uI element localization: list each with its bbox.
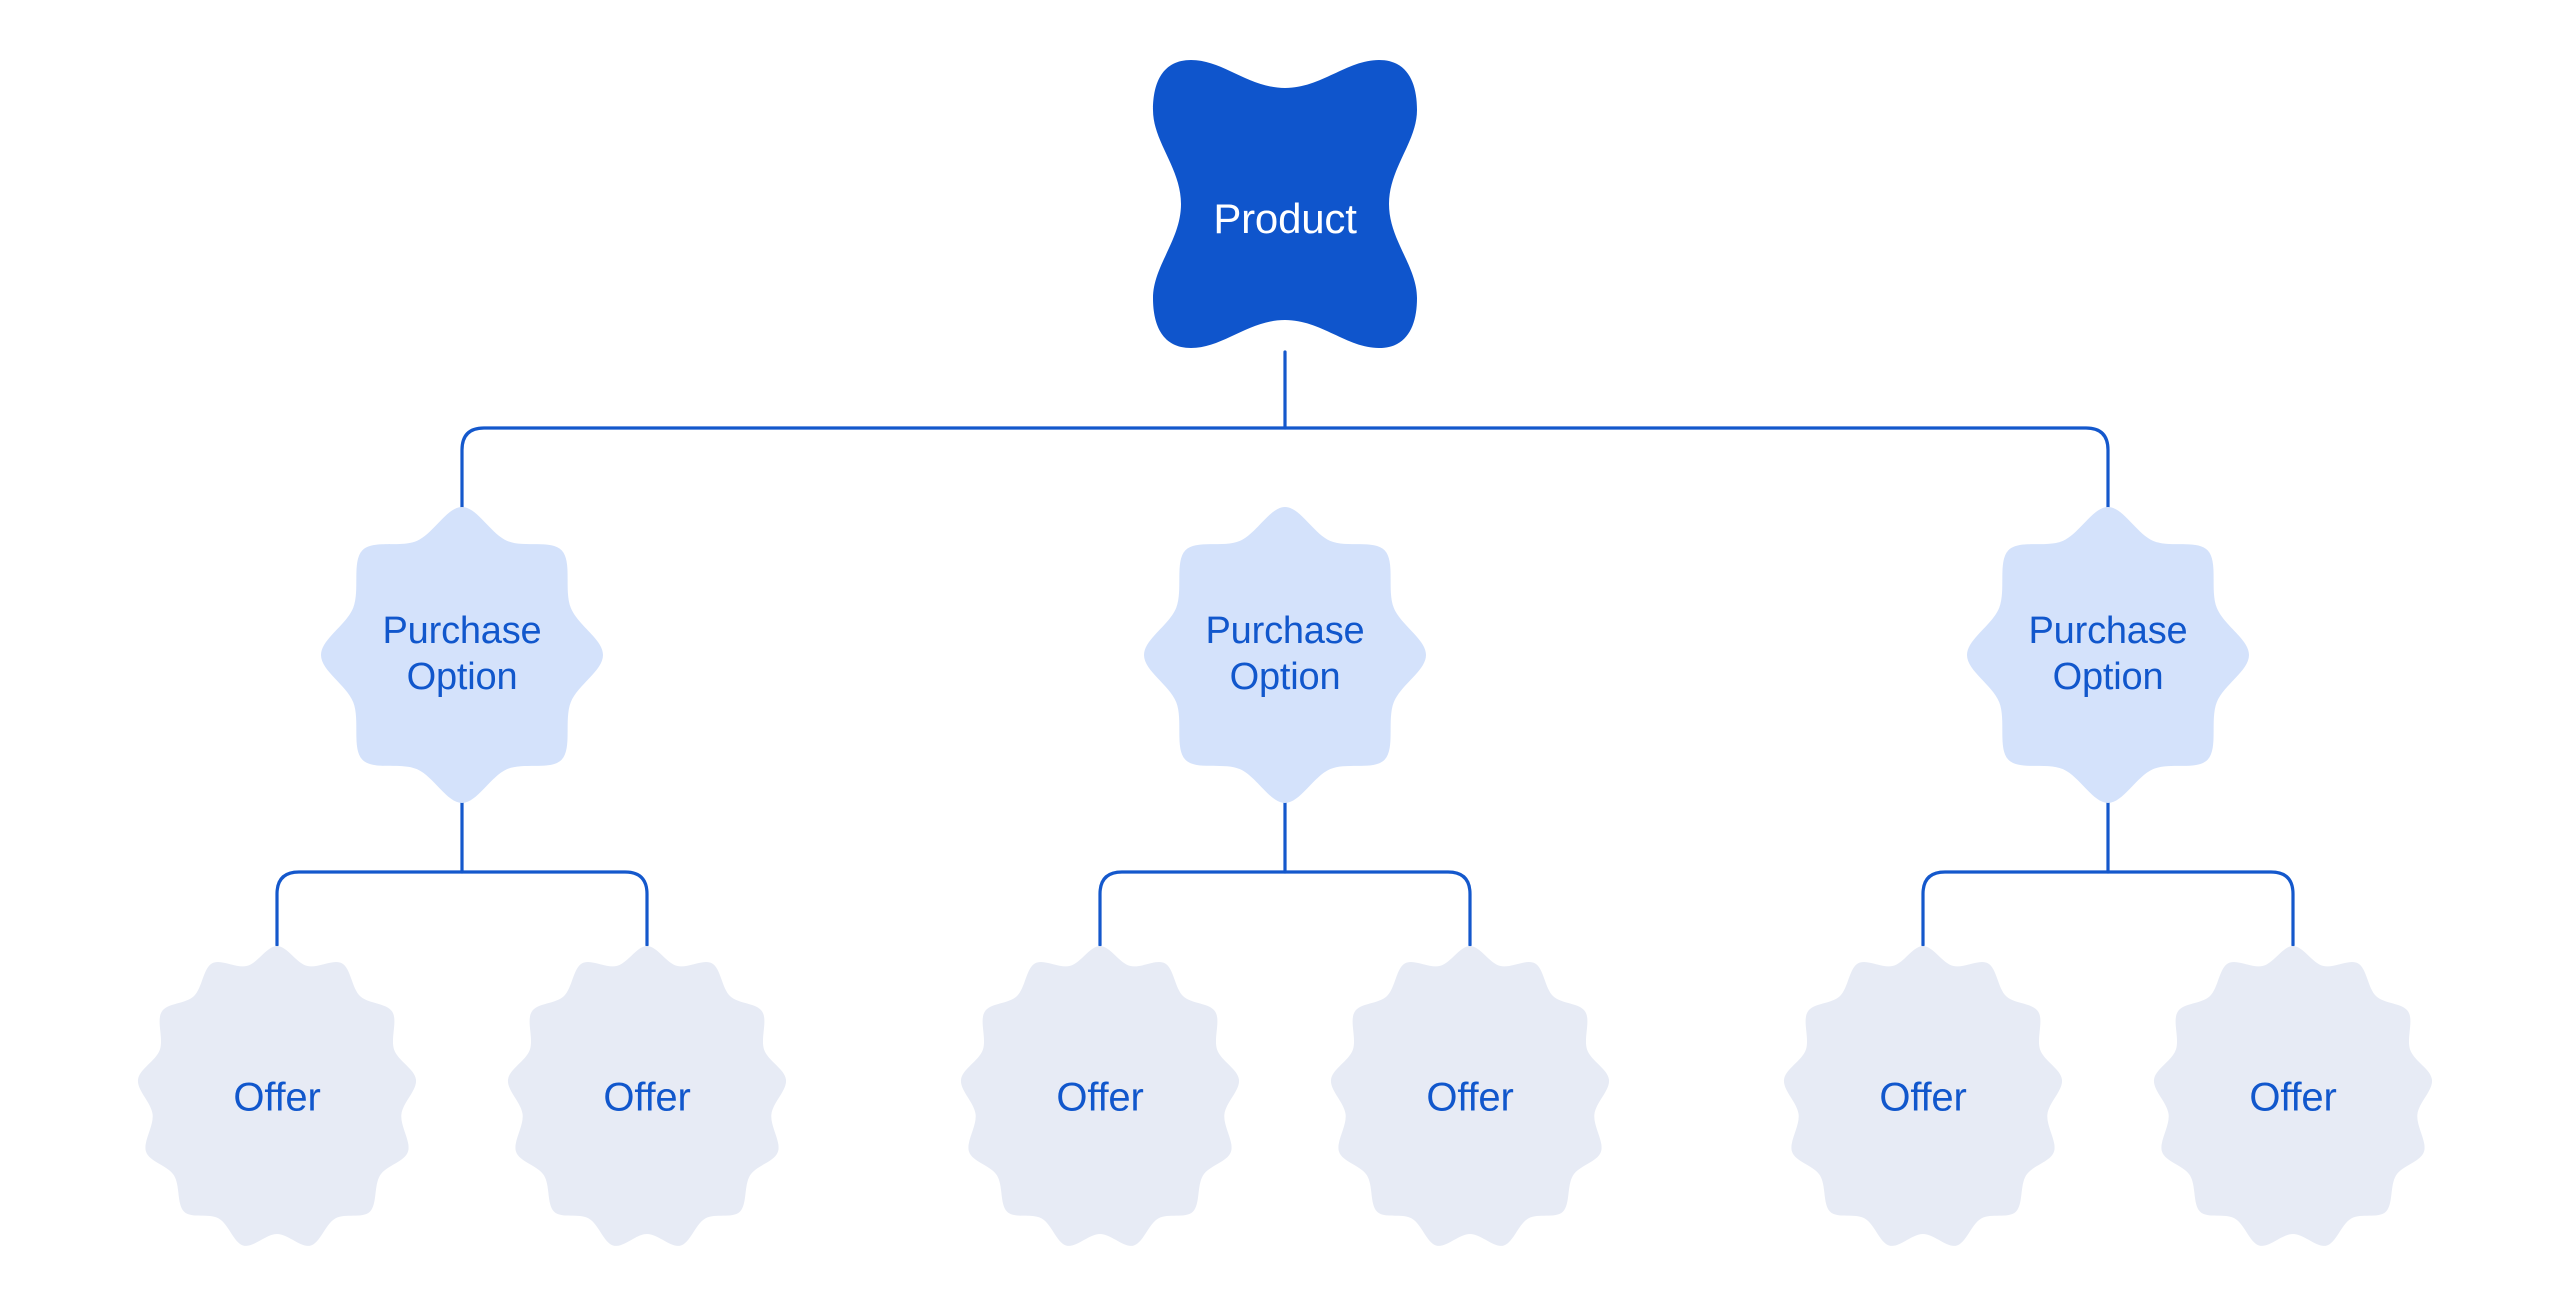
connector-layer [275, 350, 2295, 947]
purchase-option-blob-shape [1144, 507, 1426, 803]
purchase-option-label-line1: Purchase [1206, 610, 1365, 652]
purchase-option-label-line2: Option [407, 656, 518, 698]
purchase-option-label-line2: Option [1230, 656, 1341, 698]
offer-label: Offer [1879, 1076, 1966, 1120]
node-purchase-option-2[interactable]: Purchase Option [1144, 507, 1426, 803]
node-product[interactable]: Product [1153, 60, 1417, 348]
offer-label: Offer [2249, 1076, 2336, 1120]
purchase-option-blob-shape [1967, 507, 2249, 803]
purchase-option-label-line1: Purchase [2029, 610, 2188, 652]
offer-label: Offer [233, 1076, 320, 1120]
connector-po1-bus [275, 870, 649, 947]
purchase-option-label-line2: Option [2053, 656, 2164, 698]
purchase-option-label-line1: Purchase [383, 610, 542, 652]
node-offer-3[interactable]: Offer [960, 946, 1240, 1246]
connector-bus-level-1 [460, 426, 2110, 515]
node-offer-6[interactable]: Offer [2153, 946, 2433, 1246]
offer-label: Offer [603, 1076, 690, 1120]
node-offer-2[interactable]: Offer [507, 946, 787, 1246]
purchase-option-blob-shape [321, 507, 603, 803]
node-offer-5[interactable]: Offer [1783, 946, 2063, 1246]
product-label: Product [1213, 195, 1357, 242]
offer-label: Offer [1056, 1076, 1143, 1120]
node-offer-1[interactable]: Offer [137, 946, 417, 1246]
node-purchase-option-3[interactable]: Purchase Option [1967, 507, 2249, 803]
node-offer-4[interactable]: Offer [1330, 946, 1610, 1246]
offer-label: Offer [1426, 1076, 1513, 1120]
node-purchase-option-1[interactable]: Purchase Option [321, 507, 603, 803]
connector-po3-bus [1921, 870, 2295, 947]
connector-po2-bus [1098, 870, 1472, 947]
